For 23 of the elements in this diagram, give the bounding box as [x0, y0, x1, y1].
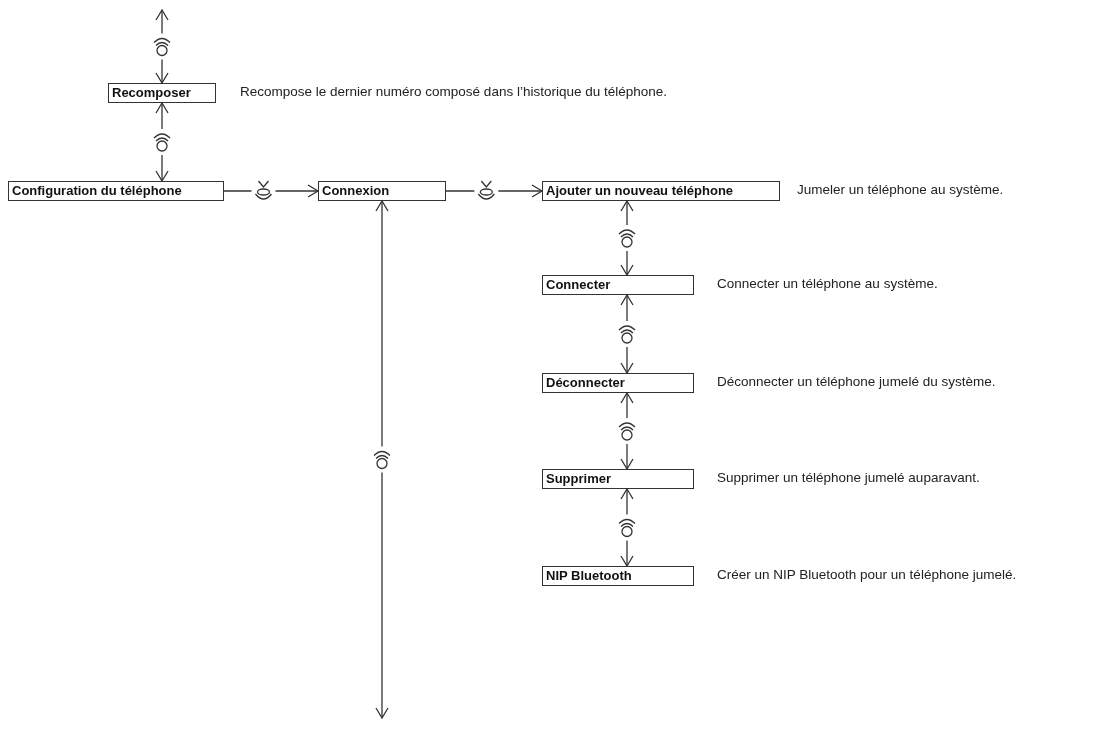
- double-arrow: [620, 488, 634, 567]
- double-arrow: [620, 294, 634, 374]
- double-arrow: [620, 392, 634, 470]
- menu-item-box: Configuration du téléphone: [8, 181, 224, 201]
- description-text: Créer un NIP Bluetooth pour un téléphone jumelé.: [717, 567, 1017, 582]
- menu-item-box: NIP Bluetooth: [542, 566, 694, 586]
- description-text: Recompose le dernier numéro composé dans l’historique du téléphone.: [240, 84, 667, 99]
- description-text: Jumeler un téléphone au système.: [797, 182, 1004, 197]
- double-arrow: [620, 200, 634, 276]
- menu-item-box: Supprimer: [542, 469, 694, 489]
- description-text: Connecter un téléphone au système.: [717, 276, 938, 291]
- double-arrow: [155, 102, 169, 182]
- menu-item-box: Déconnecter: [542, 373, 694, 393]
- menu-item-box: Connecter: [542, 275, 694, 295]
- arrow: [223, 184, 319, 198]
- double-arrow: [155, 9, 169, 84]
- description-text: Déconnecter un téléphone jumelé du système.: [717, 374, 996, 389]
- arrow: [445, 184, 543, 198]
- description-text: Supprimer un téléphone jumelé auparavant.: [717, 470, 980, 485]
- menu-item-box: Ajouter un nouveau téléphone: [542, 181, 780, 201]
- double-arrow: [375, 200, 389, 719]
- menu-item-box: Connexion: [318, 181, 446, 201]
- menu-item-box: Recomposer: [108, 83, 216, 103]
